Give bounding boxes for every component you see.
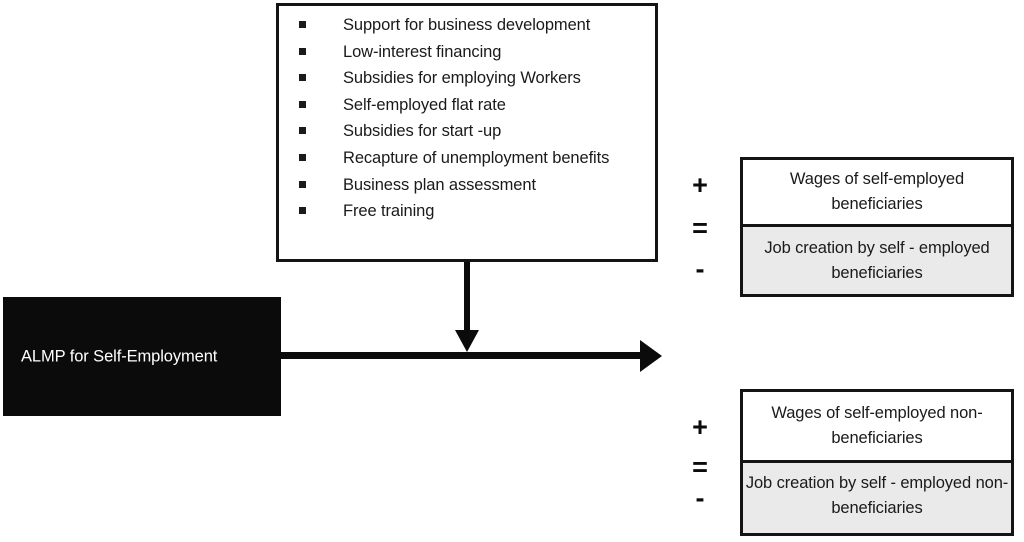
square-bullet-icon (299, 21, 306, 28)
vertical-arrow-head-icon (455, 330, 479, 352)
horizontal-arrow-head-icon (640, 340, 662, 372)
program-box: ALMP for Self-Employment (3, 297, 281, 416)
list-item-label: Support for business development (343, 16, 591, 34)
interventions-list: Support for business development Low-int… (279, 6, 655, 225)
list-item-label: Subsidies for employing Workers (343, 69, 581, 88)
square-bullet-icon (299, 127, 306, 135)
outcome-jobs-beneficiaries: Job creation by self - employed benefici… (743, 224, 1011, 294)
outcome-jobs-non-beneficiaries: Job creation by self - employed non-bene… (743, 460, 1011, 533)
horizontal-arrow-shaft (280, 352, 648, 359)
program-label: ALMP for Self-Employment (21, 347, 218, 365)
square-bullet-icon (299, 153, 306, 161)
list-item-label: Free training (343, 202, 435, 221)
operator-column-beneficiaries: + = - (682, 172, 718, 283)
list-item-label: Business plan assessment (343, 175, 536, 194)
square-bullet-icon (299, 207, 306, 215)
outcome-group-non-beneficiaries: Wages of self-employed non-beneficiaries… (740, 389, 1014, 536)
list-item: Recapture of unemployment benefits (289, 145, 645, 172)
plus-symbol: + (692, 412, 708, 442)
list-item: Free training (289, 198, 645, 225)
square-bullet-icon (299, 180, 306, 188)
list-item: Support for business development (289, 12, 645, 39)
operator-column-non-beneficiaries: + = - (682, 414, 718, 512)
outcome-label: Job creation by self - employed non-bene… (745, 474, 1009, 517)
list-item: Low-interest financing (289, 39, 645, 66)
list-item-label: Self-employed flat rate (343, 95, 506, 114)
equals-symbol: = (692, 452, 708, 482)
vertical-arrow-shaft (464, 262, 470, 335)
outcome-label: Wages of self-employed beneficiaries (789, 170, 965, 213)
interventions-box: Support for business development Low-int… (276, 3, 658, 262)
square-bullet-icon (299, 47, 306, 55)
outcome-label: Job creation by self - employed benefici… (764, 238, 990, 282)
plus-symbol: + (692, 170, 708, 200)
list-item: Business plan assessment (289, 172, 645, 199)
equals-symbol: = (692, 213, 708, 243)
list-item-label: Recapture of unemployment benefits (343, 148, 610, 167)
list-item: Subsidies for start -up (289, 118, 645, 145)
list-item-label: Subsidies for start -up (343, 122, 502, 141)
minus-symbol: - (695, 254, 705, 284)
list-item-label: Low-interest financing (343, 42, 502, 61)
list-item: Subsidies for employing Workers (289, 65, 645, 92)
outcome-wages-beneficiaries: Wages of self-employed beneficiaries (743, 160, 1011, 224)
square-bullet-icon (299, 100, 306, 108)
outcome-label: Wages of self-employed non-beneficiaries (771, 404, 983, 447)
square-bullet-icon (299, 74, 306, 82)
minus-symbol: - (695, 483, 705, 513)
outcome-wages-non-beneficiaries: Wages of self-employed non-beneficiaries (743, 392, 1011, 460)
list-item: Self-employed flat rate (289, 92, 645, 119)
outcome-group-beneficiaries: Wages of self-employed beneficiaries Job… (740, 157, 1014, 297)
